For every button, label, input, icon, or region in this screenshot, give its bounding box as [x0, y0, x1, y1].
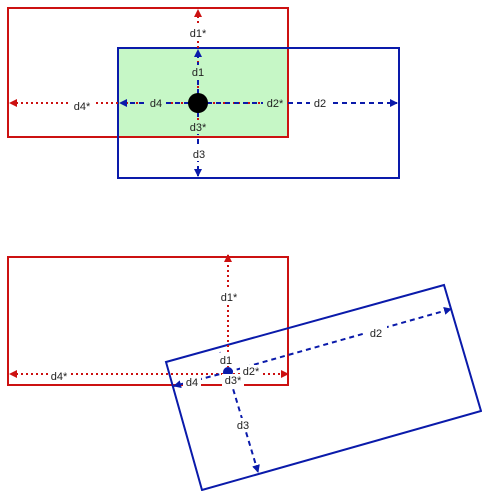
bottom-diagram: d1* d1 d4* d4 d2* d2 d3* d3 — [7, 254, 482, 491]
top-label-d4-star: d4* — [74, 101, 91, 113]
bottom-label-d2: d2 — [370, 328, 382, 340]
top-blue-rectangle — [117, 47, 400, 179]
bottom-label-d3: d3 — [237, 420, 249, 432]
bottom-label-d1: d1 — [220, 355, 232, 367]
bottom-arrow-d2 — [227, 307, 452, 373]
top-diagram: d1* d1 d4* d4 d2* d2 d3* d3 — [7, 7, 400, 179]
top-label-d4: d4 — [150, 98, 162, 110]
bottom-label-d1-star: d1* — [221, 292, 238, 304]
top-label-d3-star: d3* — [190, 122, 207, 134]
bottom-red-rectangle — [7, 256, 289, 386]
bottom-blue-rotated-rectangle — [164, 283, 482, 491]
top-label-d2-star: d2* — [267, 98, 284, 110]
top-label-d2: d2 — [314, 98, 326, 110]
bottom-label-d2-star: d2* — [243, 366, 260, 378]
top-label-d1-star: d1* — [190, 28, 207, 40]
top-center-point — [188, 93, 208, 113]
top-red-rectangle — [7, 7, 289, 138]
bottom-label-d3-star: d3* — [225, 375, 242, 387]
top-label-d1: d1 — [192, 67, 204, 79]
top-label-d3: d3 — [193, 149, 205, 161]
bottom-label-d4: d4 — [186, 377, 198, 389]
bottom-label-d4-star: d4* — [51, 371, 68, 383]
